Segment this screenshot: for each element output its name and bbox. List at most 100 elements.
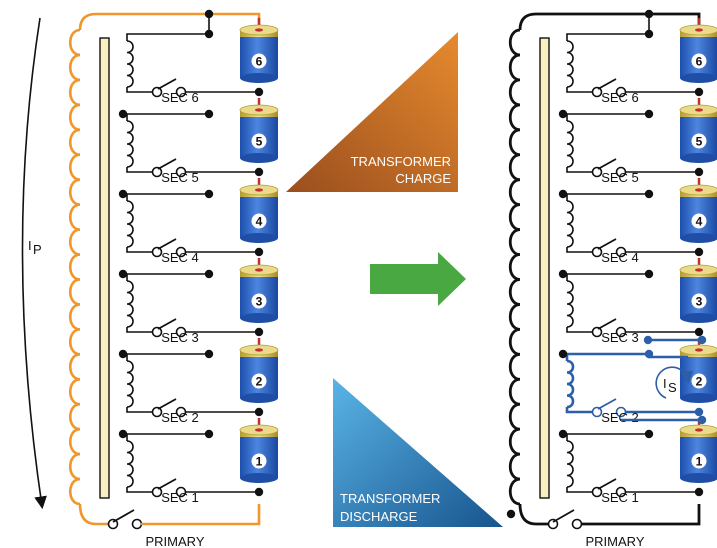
secondary-current-arrow [655, 366, 693, 399]
secondary-winding-4 [566, 200, 574, 248]
bus-node-3 [558, 269, 568, 279]
cell-bottom [240, 473, 278, 483]
cell-number-badge [691, 213, 707, 229]
cell-bottom [240, 233, 278, 243]
secondary-cell-node-4 [694, 247, 704, 257]
battery-cell-4: 4 [679, 178, 717, 243]
cell-terminal-contact [255, 28, 263, 32]
secondary-top-node-6 [204, 29, 214, 39]
charge-label-line2: CHARGE [395, 171, 451, 186]
cell-number-badge [251, 133, 267, 149]
cell-bottom [240, 153, 278, 163]
secondary-winding-5 [126, 120, 134, 168]
secondary-top-lead-2 [126, 353, 209, 361]
secondary-cell-node-3 [254, 327, 264, 337]
secondary-switch-contact-a-6 [591, 86, 603, 98]
cell-number: 1 [256, 455, 263, 469]
primary-current-subscript: P [33, 242, 42, 257]
cell-number-badge [691, 53, 707, 69]
secondary-winding-2 [566, 359, 575, 409]
primary-current-arrow [21, 17, 47, 510]
cell-terminal-contact [255, 428, 263, 432]
primary-current-label: I [28, 238, 32, 253]
secondary-top-lead-1 [126, 433, 209, 441]
secondary-winding-4 [126, 200, 134, 248]
cell-bottom [680, 393, 717, 403]
secondary-bottom-lead-6 [126, 87, 153, 93]
bus-node-2 [118, 349, 128, 359]
cell-terminal-contact [695, 108, 703, 112]
cell-number-badge [691, 133, 707, 149]
cell-terminal-contact [255, 268, 263, 272]
cell-terminal-contact [695, 28, 703, 32]
secondary-top-node-4 [644, 189, 654, 199]
secondary-cell-node-6 [694, 87, 704, 97]
battery-cell-6: 6 [239, 18, 279, 83]
cell-number: 3 [256, 295, 263, 309]
secondary-bottom-lead-6 [566, 87, 593, 93]
secondary-label-1: SEC 1 [161, 490, 199, 505]
primary-switch-blade [112, 509, 135, 523]
secondary-winding-5 [566, 120, 574, 168]
cell-number: 6 [696, 55, 703, 69]
secondary-label-1: SEC 1 [601, 490, 639, 505]
secondary-top-lead-3 [566, 273, 649, 281]
secondary-top-lead-4 [566, 193, 649, 201]
primary-bottom-wire-a [518, 503, 550, 526]
secondary-switch-blade-3 [157, 318, 177, 330]
secondary-switch-blade-4 [597, 238, 617, 250]
cell-number: 3 [696, 295, 703, 309]
secondary-bottom-lead-3 [126, 327, 153, 333]
secondary-winding-3 [566, 280, 574, 328]
cell-terminal-contact [695, 188, 703, 192]
bus-node-4 [558, 189, 568, 199]
secondary-label-3: SEC 3 [161, 330, 199, 345]
bus-node-5 [118, 109, 128, 119]
cell-number: 4 [696, 215, 703, 229]
secondary-switch-blade-2 [157, 398, 177, 410]
secondary-top-lead-5 [126, 113, 209, 121]
cell-number: 5 [256, 135, 263, 149]
cell-bottom [240, 313, 278, 323]
secondary-switch-contact-a-1 [151, 486, 163, 498]
secondary-cell-node-2 [694, 407, 704, 417]
secondary-top-node-6 [644, 29, 654, 39]
cell-number-badge [691, 373, 707, 389]
secondary-top-lead-6 [126, 33, 209, 41]
primary-top-wire [518, 12, 701, 34]
secondary-bottom-lead-2 [126, 407, 153, 413]
transformer-core [539, 37, 550, 499]
primary-winding [68, 28, 81, 506]
transition-arrow [370, 252, 466, 306]
secondary-top-node-2 [204, 349, 214, 359]
secondary-winding-6 [566, 40, 574, 88]
secondary-top-lead-3 [126, 273, 209, 281]
secondary-top-node-3 [644, 269, 654, 279]
secondary-switch-contact-a-2 [151, 406, 163, 418]
secondary-cell-node-4 [254, 247, 264, 257]
cell-bottom [680, 233, 717, 243]
secondary-label-3: SEC 3 [601, 330, 639, 345]
secondary-top-node-5 [204, 109, 214, 119]
transformer-core [99, 37, 110, 499]
battery-cell-6: 6 [679, 18, 717, 83]
cell-number-badge [691, 453, 707, 469]
secondary-switch-blade-3 [597, 318, 617, 330]
battery-cell-2: 2 [679, 338, 717, 403]
secondary-bottom-lead-5 [566, 167, 593, 173]
cell-number: 2 [696, 375, 703, 389]
secondary-top-lead-2 [565, 352, 649, 361]
cell-number: 1 [696, 455, 703, 469]
primary-left-node [506, 509, 516, 519]
secondary-bottom-lead-4 [566, 247, 593, 253]
charge-label-line1: TRANSFORMER [351, 154, 451, 169]
bus-node-2 [558, 349, 568, 359]
cell-terminal-contact [695, 268, 703, 272]
secondary-label-2: SEC 2 [601, 410, 639, 425]
secondary-winding-6 [126, 40, 134, 88]
secondary-switch-blade-1 [597, 478, 617, 490]
cell-number: 2 [256, 375, 263, 389]
primary-switch-contact-b [131, 518, 143, 530]
secondary-bottom-lead-1 [566, 487, 593, 493]
secondary-switch-blade-2 [597, 398, 617, 410]
